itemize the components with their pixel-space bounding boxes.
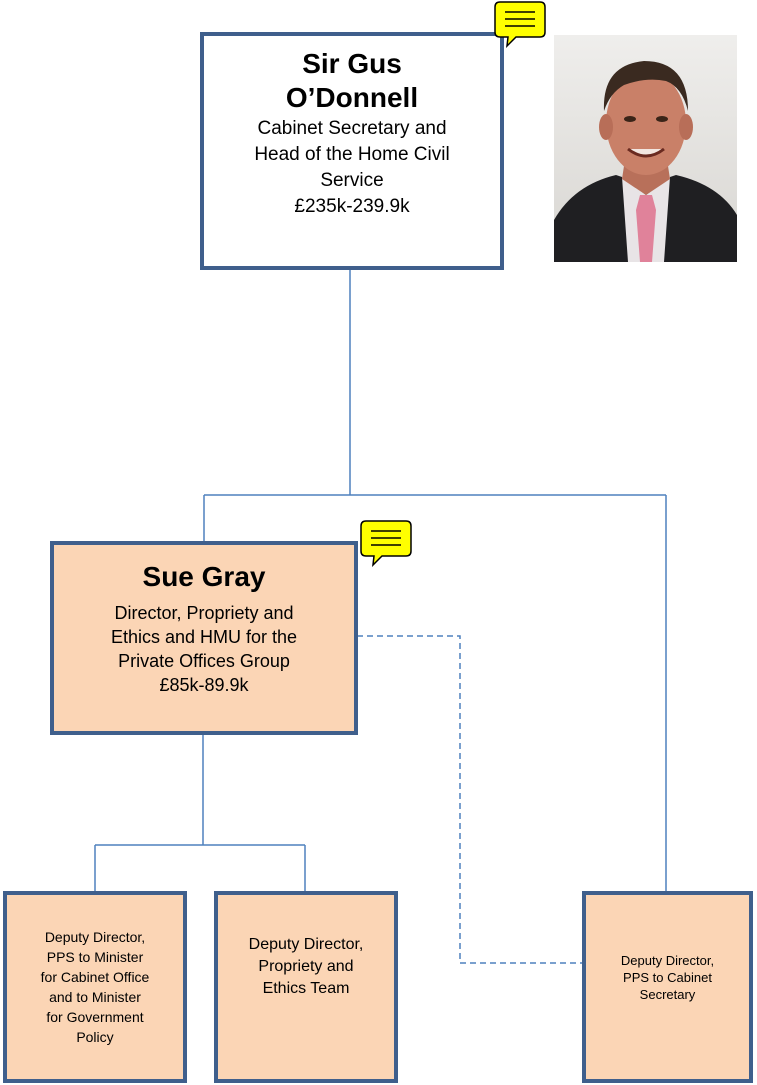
report-2-line1: Deputy Director, — [248, 936, 364, 953]
report-2-line2: Propriety and — [258, 958, 354, 975]
portrait-photo — [554, 35, 737, 262]
cabinet-secretary-box[interactable]: Sir Gus O’Donnell Cabinet Secretary and … — [200, 32, 504, 270]
report-3-line1: Deputy Director, — [620, 952, 715, 968]
cabinet-secretary-role-line3: Service — [320, 170, 384, 191]
report-1-line4: and to Minister — [49, 989, 141, 1005]
director-salary: £85k-89.9k — [159, 675, 249, 695]
report-1-line3: for Cabinet Office — [40, 969, 150, 985]
dotted-reporting-line — [357, 635, 584, 964]
cabinet-secretary-name-line2: O’Donnell — [285, 82, 419, 113]
report-3-line3: Secretary — [639, 986, 696, 1002]
cabinet-secretary-name-line1: Sir Gus — [302, 48, 402, 79]
director-box[interactable]: Sue Gray Director, Propriety and Ethics … — [50, 541, 358, 735]
report-box-pps-cabinet-secretary[interactable]: Deputy Director, PPS to Cabinet Secretar… — [582, 891, 753, 1083]
report-1-line6: Policy — [76, 1029, 114, 1045]
director-role-line3: Private Offices Group — [118, 651, 290, 671]
report-3-line2: PPS to Cabinet — [623, 969, 712, 985]
report-box-pps-minister[interactable]: Deputy Director, PPS to Minister for Cab… — [3, 891, 187, 1083]
cabinet-secretary-salary: £235k-239.9k — [294, 196, 410, 217]
cabinet-secretary-role-line1: Cabinet Secretary and — [257, 118, 447, 139]
report-box-propriety-ethics[interactable]: Deputy Director, Propriety and Ethics Te… — [214, 891, 398, 1083]
speech-bubble-icon[interactable] — [492, 0, 548, 48]
director-role-line1: Director, Propriety and — [114, 603, 294, 623]
speech-bubble-icon[interactable] — [358, 519, 414, 567]
director-role-line2: Ethics and HMU for the — [110, 627, 298, 647]
director-name: Sue Gray — [142, 561, 266, 592]
report-2-line3: Ethics Team — [262, 980, 350, 997]
report-1-line2: PPS to Minister — [46, 949, 144, 965]
report-1-line5: for Government — [46, 1009, 144, 1025]
report-1-line1: Deputy Director, — [44, 929, 146, 945]
cabinet-secretary-role-line2: Head of the Home Civil — [254, 144, 450, 165]
